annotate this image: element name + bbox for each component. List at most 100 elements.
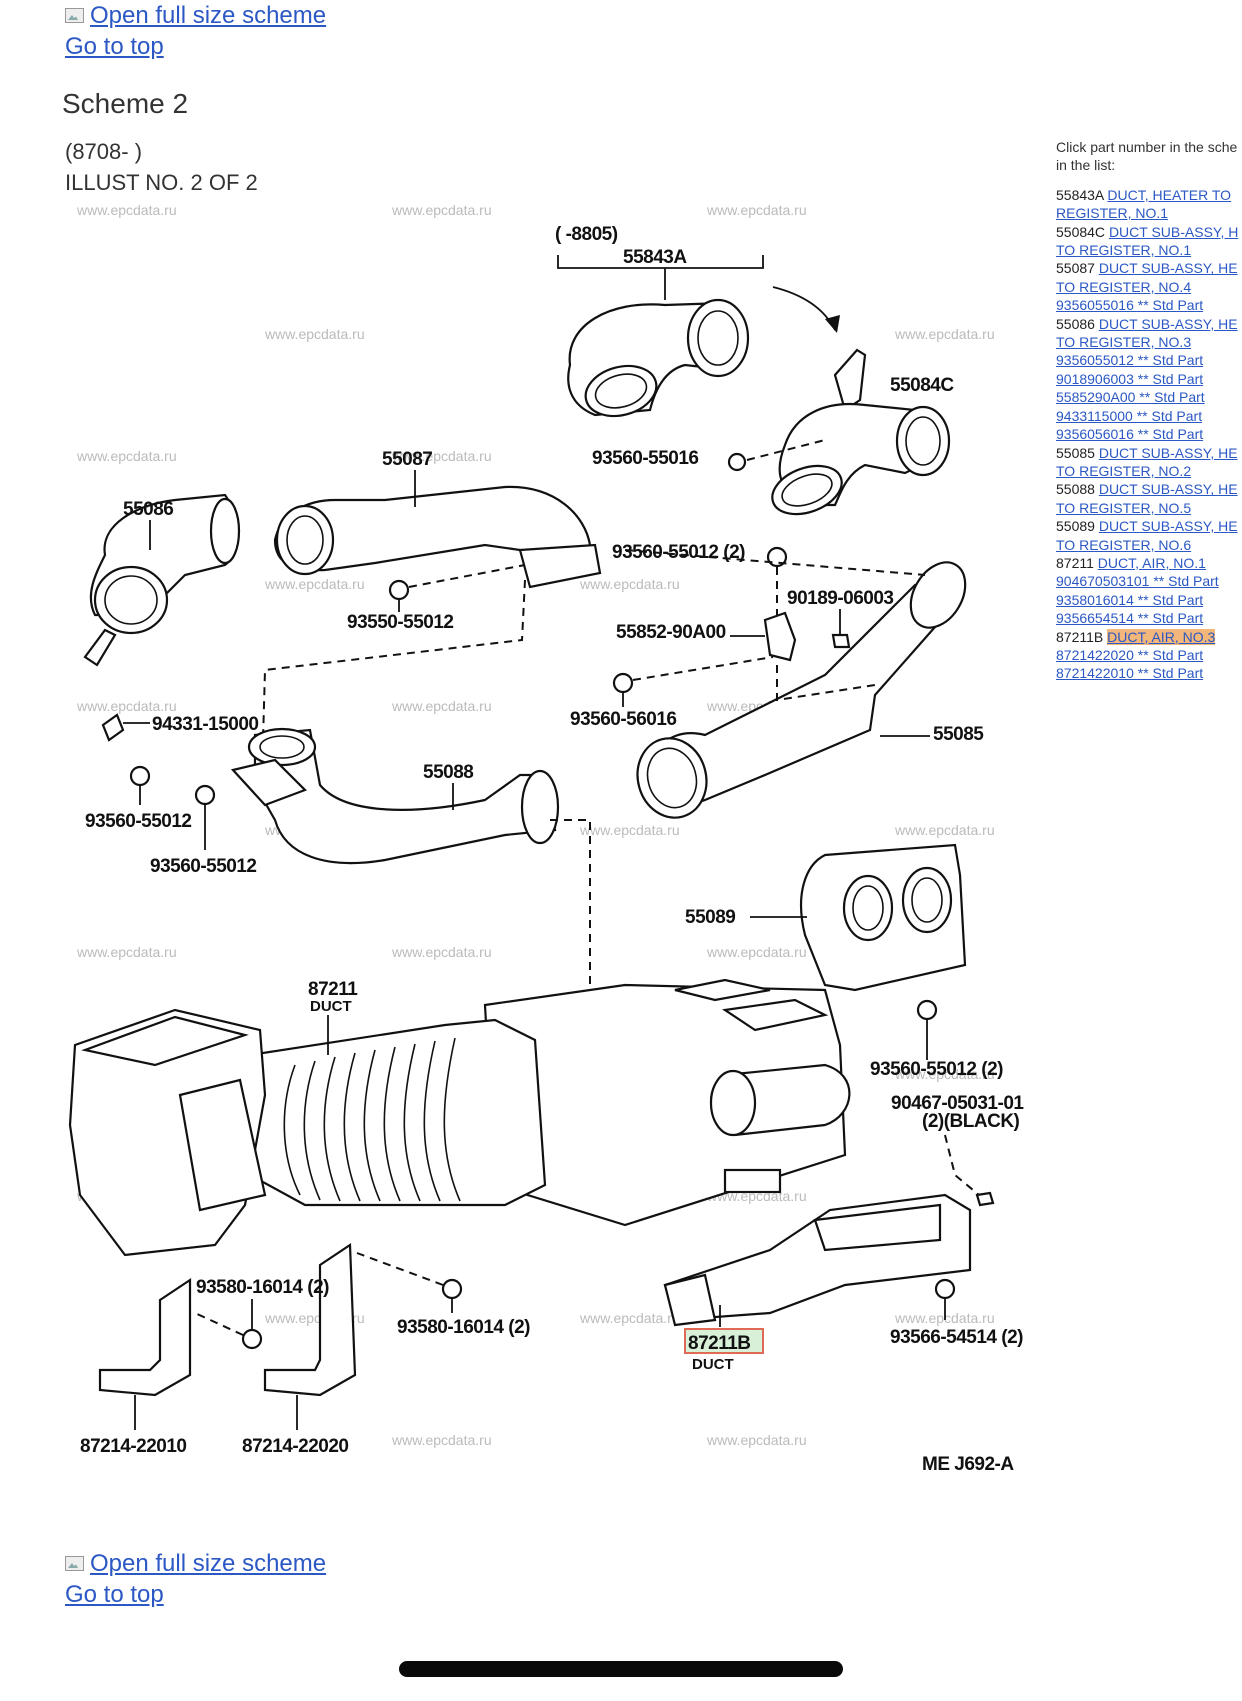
label-duct-1: DUCT xyxy=(310,998,352,1015)
part-55089-shape xyxy=(800,843,967,992)
part-link-continued[interactable]: REGISTER, NO.1 xyxy=(1056,205,1169,222)
parts-list-item: 904670503101 ** Std Part xyxy=(1056,572,1242,590)
part-link-continued[interactable]: TO REGISTER, NO.3 xyxy=(1056,334,1192,351)
label-93560-55012-2[interactable]: 93560-55012 (2) xyxy=(612,542,746,563)
label-55084C[interactable]: 55084C xyxy=(890,375,955,396)
label-87214-22020[interactable]: 87214-22020 xyxy=(242,1436,349,1457)
watermark: www.epcdata.ru xyxy=(76,944,177,960)
watermark: www.epcdata.ru xyxy=(391,1432,492,1448)
part-link[interactable]: 8721422010 ** Std Part xyxy=(1056,665,1204,682)
parts-list-item: 5585290A00 ** Std Part xyxy=(1056,388,1242,406)
label-55852-90A00[interactable]: 55852-90A00 xyxy=(616,622,726,643)
heater-unit-shape xyxy=(68,978,851,1257)
label-87211B[interactable]: 87211B xyxy=(688,1333,751,1354)
label-90189-06003[interactable]: 90189-06003 xyxy=(787,588,894,609)
part-55088-shape xyxy=(230,727,560,865)
watermark: www.epcdata.ru xyxy=(264,576,365,592)
part-link[interactable]: 9358016014 ** Std Part xyxy=(1056,591,1204,608)
parts-list-item: 55085 DUCT SUB-ASSY, HE xyxy=(1056,444,1242,462)
label-90467-05031-01[interactable]: 90467-05031-01 xyxy=(891,1093,1025,1114)
part-link-continued[interactable]: TO REGISTER, NO.2 xyxy=(1056,462,1192,479)
bellows-ribs xyxy=(283,1037,461,1202)
label-93560-55012-left[interactable]: 93560-55012 xyxy=(85,811,192,832)
open-scheme-row-top: Open full size scheme xyxy=(65,0,326,31)
watermark: www.epcdata.ru xyxy=(76,698,177,714)
part-link[interactable]: DUCT, HEATER TO xyxy=(1107,186,1232,203)
part-link[interactable]: DUCT SUB-ASSY, HE xyxy=(1098,481,1238,498)
parts-list-item: 9358016014 ** Std Part xyxy=(1056,591,1242,609)
part-link[interactable]: DUCT SUB-ASSY, HE xyxy=(1098,315,1238,332)
part-87211B-shape xyxy=(663,1193,972,1327)
home-indicator[interactable] xyxy=(399,1661,843,1677)
label-93580-16014-b[interactable]: 93580-16014 (2) xyxy=(397,1317,531,1338)
part-code: 55085 xyxy=(1056,444,1095,461)
part-55085-shape xyxy=(636,561,967,819)
label-94331-15000[interactable]: 94331-15000 xyxy=(152,714,259,735)
part-link[interactable]: 9356056016 ** Std Part xyxy=(1056,426,1204,443)
watermark: www.epcdata.ru xyxy=(264,326,365,342)
image-icon xyxy=(65,8,84,23)
part-link[interactable]: 9018906003 ** Std Part xyxy=(1056,370,1204,387)
part-link[interactable]: 9356654514 ** Std Part xyxy=(1056,610,1204,627)
label-55086[interactable]: 55086 xyxy=(123,499,174,520)
label-55089[interactable]: 55089 xyxy=(685,907,736,928)
open-full-scheme-link-bottom[interactable]: Open full size scheme xyxy=(90,1550,327,1577)
label-55843A[interactable]: 55843A xyxy=(623,247,688,268)
part-55087-shape xyxy=(273,485,602,589)
part-link[interactable]: 904670503101 ** Std Part xyxy=(1056,573,1219,590)
label-55087[interactable]: 55087 xyxy=(382,449,433,470)
part-link[interactable]: 9356055012 ** Std Part xyxy=(1056,352,1204,369)
part-link[interactable]: 9356055016 ** Std Part xyxy=(1056,297,1204,314)
part-link[interactable]: DUCT SUB-ASSY, HE xyxy=(1098,518,1238,535)
scheme-date-range: (8708- ) xyxy=(65,139,143,164)
parts-list-item: 8721422010 ** Std Part xyxy=(1056,664,1242,682)
watermark: www.epcdata.ru xyxy=(391,698,492,714)
watermark: www.epcdata.ru xyxy=(76,448,177,464)
watermark: www.epcdata.ru xyxy=(706,944,807,960)
part-link-continued[interactable]: TO REGISTER, NO.6 xyxy=(1056,536,1192,553)
scheme-subtitle: (8708- ) ILLUST NO. 2 OF 2 xyxy=(65,136,258,198)
part-link-continued[interactable]: TO REGISTER, NO.5 xyxy=(1056,499,1192,516)
part-link-continued[interactable]: TO REGISTER, NO.1 xyxy=(1056,242,1192,259)
label-93550-55012[interactable]: 93550-55012 xyxy=(347,612,454,633)
part-link[interactable]: 9433115000 ** Std Part xyxy=(1056,407,1203,424)
label-93560-55012-2b[interactable]: 93560-55012 (2) xyxy=(870,1059,1004,1080)
watermark: www.epcdata.ru xyxy=(579,822,680,838)
watermarks: www.epcdata.ru www.epcdata.ru www.epcdat… xyxy=(76,202,995,1448)
part-link[interactable]: DUCT, AIR, NO.1 xyxy=(1097,554,1206,571)
label-93560-55012-left2[interactable]: 93560-55012 xyxy=(150,856,257,877)
label-93560-56016[interactable]: 93560-56016 xyxy=(570,709,677,730)
watermark: www.epcdata.ru xyxy=(579,576,680,592)
part-link[interactable]: 5585290A00 ** Std Part xyxy=(1056,389,1205,406)
part-link[interactable]: DUCT SUB-ASSY, HE xyxy=(1098,260,1238,277)
parts-diagram: www.epcdata.ru www.epcdata.ru www.epcdat… xyxy=(68,202,1025,1475)
label-87214-22010[interactable]: 87214-22010 xyxy=(80,1436,187,1457)
part-link[interactable]: DUCT SUB-ASSY, HE xyxy=(1098,444,1238,461)
part-55084C-shape xyxy=(771,348,951,516)
label-55085[interactable]: 55085 xyxy=(933,724,985,745)
go-to-top-link-top[interactable]: Go to top xyxy=(65,33,164,60)
top-links: Open full size scheme Go to top xyxy=(65,0,326,62)
label-55088[interactable]: 55088 xyxy=(423,762,474,783)
label-87211[interactable]: 87211 xyxy=(308,979,359,1000)
part-code: 55086 xyxy=(1056,315,1095,332)
label-93566-54514[interactable]: 93566-54514 (2) xyxy=(890,1327,1024,1348)
parts-list-item: 9433115000 ** Std Part xyxy=(1056,407,1242,425)
part-link[interactable]: DUCT, AIR, NO.3 xyxy=(1107,628,1216,645)
go-to-top-link-bottom[interactable]: Go to top xyxy=(65,1581,164,1608)
part-link[interactable]: DUCT SUB-ASSY, H xyxy=(1108,223,1239,240)
part-link[interactable]: 8721422020 ** Std Part xyxy=(1056,646,1204,663)
open-full-scheme-link-top[interactable]: Open full size scheme xyxy=(90,2,327,29)
part-link-continued[interactable]: TO REGISTER, NO.4 xyxy=(1056,278,1192,295)
parts-list-item: 55843A DUCT, HEATER TO xyxy=(1056,186,1242,204)
label-93580-16014-a[interactable]: 93580-16014 (2) xyxy=(196,1277,330,1298)
label-90467-black: (2)(BLACK) xyxy=(922,1111,1020,1132)
part-55843A-shape xyxy=(567,298,750,418)
range-label: ( -8805) xyxy=(555,224,618,245)
image-icon xyxy=(65,1556,84,1571)
part-55086-shape xyxy=(83,493,241,667)
watermark: www.epcdata.ru xyxy=(391,202,492,218)
parts-list-item: 9356654514 ** Std Part xyxy=(1056,609,1242,627)
label-93560-55016[interactable]: 93560-55016 xyxy=(592,448,699,469)
label-duct-2: DUCT xyxy=(692,1356,734,1373)
